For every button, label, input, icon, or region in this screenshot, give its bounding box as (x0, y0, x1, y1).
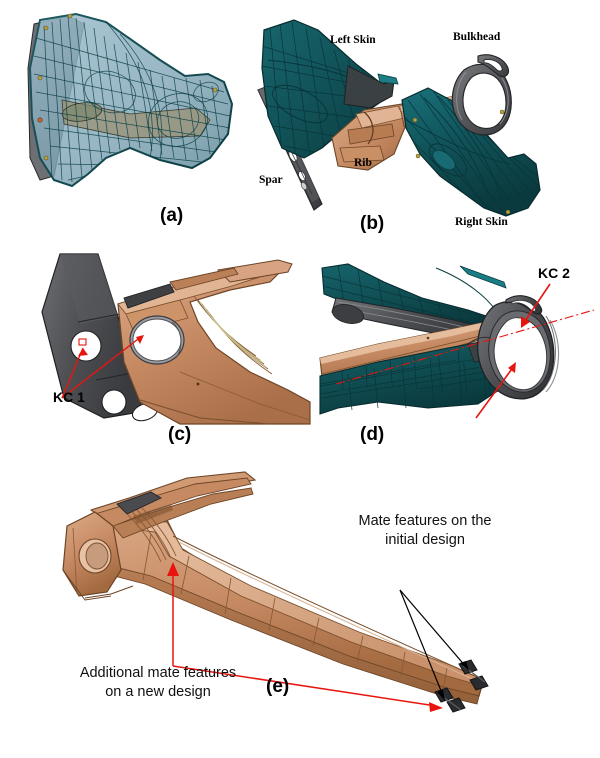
fastener-marks (37, 13, 218, 161)
panel-b (252, 8, 600, 217)
panel-d (318, 258, 600, 424)
part-assembly-translucent (28, 12, 234, 188)
panel-a-sublabel: (a) (160, 205, 184, 226)
panel-c-drawing (41, 253, 311, 425)
panel-b-sublabel: (b) (360, 213, 385, 234)
panel-e (55, 470, 575, 720)
panel-c (20, 252, 311, 425)
left-skin-gray-flange (343, 65, 395, 109)
panel-b-drawing (257, 19, 541, 217)
rib-dark-edge (123, 283, 175, 309)
spar-hole-lower (101, 389, 127, 415)
part-label-rib: Rib (354, 157, 372, 169)
part-bulkhead (451, 54, 512, 136)
rib-left-head (62, 471, 257, 601)
wireframe-mesh (33, 16, 231, 183)
initial-design-note: Mate features on the initial design (330, 512, 520, 550)
new-design-note-line1: Additional mate features (79, 665, 237, 681)
panel-e-sublabel: (e) (266, 676, 290, 697)
initial-design-note-line2: initial design (385, 532, 465, 549)
panel-a-drawing (27, 12, 234, 188)
panel-e-drawing (62, 471, 489, 713)
part-label-spar: Spar (259, 174, 283, 186)
part-label-right-skin: Right Skin (455, 216, 508, 228)
new-design-note-line2: on a new design (105, 684, 211, 701)
rib-top-flange (216, 259, 293, 283)
rib-head-stringers (126, 507, 177, 563)
background-cutout (438, 270, 504, 320)
kc2-label: KC 2 (538, 265, 570, 281)
initial-design-leaders (399, 589, 468, 699)
kc1-target-marker (78, 338, 87, 346)
panel-c-sublabel: (c) (168, 424, 192, 445)
right-skin-aperture (432, 149, 456, 171)
rib-head-notch (116, 491, 162, 515)
initial-design-arrowheads (437, 661, 469, 701)
left-skin-tip (377, 73, 399, 85)
kc2-leader-arrow (521, 283, 551, 328)
new-design-leader (172, 568, 437, 707)
initial-design-note-line1: Mate features on the (358, 513, 492, 529)
new-design-note: Additional mate features on a new design (58, 664, 258, 702)
part-left-skin (261, 19, 399, 159)
part-bulkhead-closeup (467, 295, 560, 400)
kc1-label: KC 1 (53, 389, 85, 405)
new-design-arrowheads (167, 562, 443, 712)
part-label-left-skin: Left Skin (330, 34, 376, 46)
panel-d-sublabel: (d) (360, 424, 385, 445)
kc1-leader-arrows (61, 335, 143, 399)
kc2-bore-arrow (475, 362, 516, 419)
part-rib-closeup (117, 259, 311, 425)
panel-d-drawing (319, 263, 595, 419)
panel-a (10, 8, 260, 203)
kc1-arrowheads (78, 335, 144, 356)
spar-hole-upper (70, 330, 102, 362)
part-label-bulkhead: Bulkhead (453, 31, 501, 43)
spar-band-aperture (331, 304, 365, 324)
kc2-axis-line (335, 309, 595, 385)
skin-teal-edge (459, 265, 507, 289)
